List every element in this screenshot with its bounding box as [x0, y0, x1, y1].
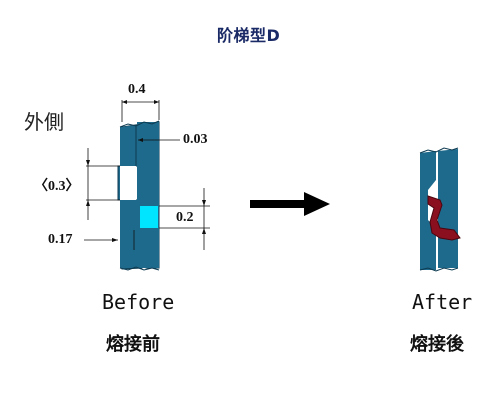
- after-plate: [420, 151, 436, 270]
- dim-bottom-left: 0.17: [48, 232, 73, 247]
- before-right-body: [137, 122, 159, 268]
- after-caption: After: [412, 290, 473, 314]
- before-caption: Before: [102, 290, 175, 314]
- after-caption-zh: 熔接後: [410, 334, 464, 355]
- dim-right-height: 0.2: [176, 210, 194, 225]
- arrow-head: [304, 192, 330, 216]
- before-notch-gap: [120, 166, 136, 200]
- outer-side-label: 外側: [24, 110, 64, 134]
- dim-top-width: 0.4: [128, 82, 146, 97]
- before-cyan-fill: [140, 206, 158, 228]
- before-caption-zh: 熔接前: [106, 334, 160, 355]
- before-left-upper: [120, 127, 136, 166]
- dim-gap-top: 0.03: [183, 132, 208, 147]
- after-weld-bead: [427, 195, 461, 241]
- dim-left-recess: 〈0.3〉: [34, 179, 80, 194]
- before-left-lower: [120, 200, 140, 268]
- arrow-shaft: [250, 200, 306, 208]
- diagram-title: 阶梯型D: [217, 26, 281, 45]
